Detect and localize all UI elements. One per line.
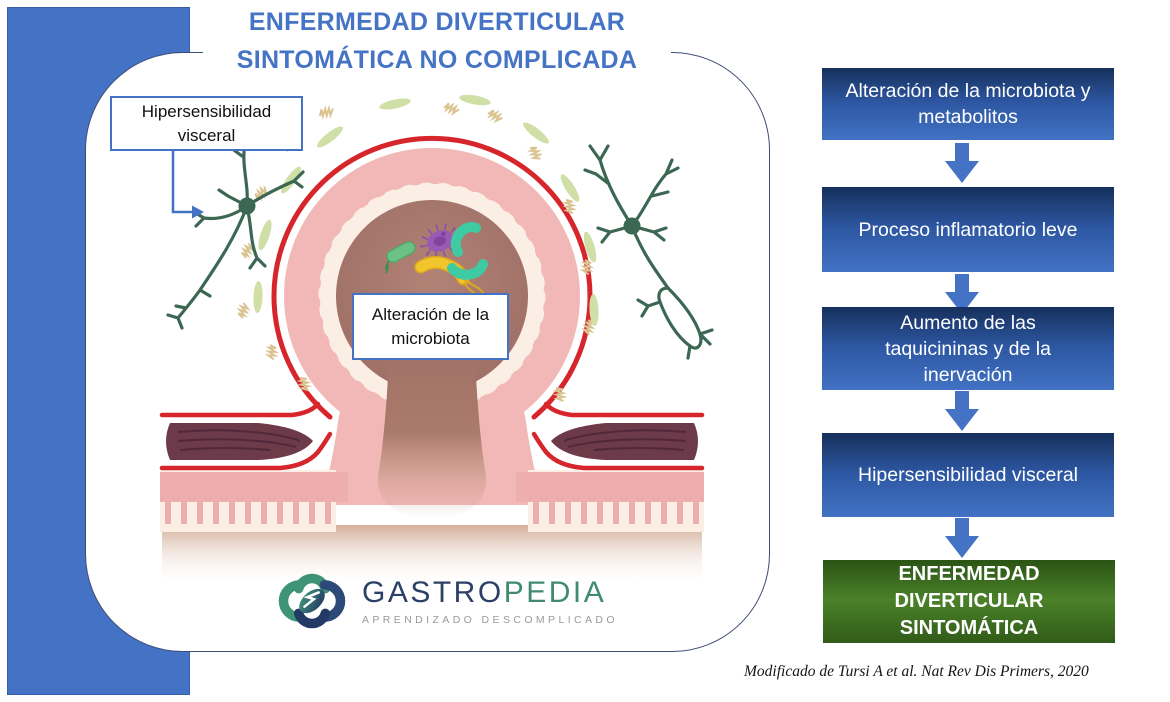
logo-brand-secondary: PEDIA <box>503 576 607 609</box>
flow-outcome: ENFERMEDAD DIVERTICULAR SINTOMÁTICA <box>823 560 1115 643</box>
logo-wordmark: GASTROPEDIA <box>362 576 618 610</box>
gastropedia-logo: GASTROPEDIA APRENDIZADO DESCOMPLICADO <box>274 563 618 639</box>
citation: Modificado de Tursi A et al. Nat Rev Dis… <box>744 663 1089 680</box>
logo-brand-primary: GASTRO <box>362 576 504 609</box>
logo-tagline: APRENDIZADO DESCOMPLICADO <box>362 614 618 626</box>
microbiota-label: Alteración de la microbiota <box>352 293 509 360</box>
down-arrow-icon <box>945 143 979 183</box>
flow-step-3: Aumento de las taquicininas y de la iner… <box>822 307 1114 390</box>
flow-step-2: Proceso inflamatorio leve <box>822 187 1114 272</box>
down-arrow-icon <box>945 518 979 558</box>
page-title: ENFERMEDAD DIVERTICULAR SINTOMÁTICA NO C… <box>203 3 671 81</box>
flow-step-1: Alteración de la microbiota y metabolito… <box>822 68 1114 140</box>
hypersensitivity-label: Hipersensibilidad visceral <box>110 96 303 151</box>
page-title-line2: SINTOMÁTICA NO COMPLICADA <box>236 46 638 74</box>
flow-step-4: Hipersensibilidad visceral <box>822 433 1114 517</box>
down-arrow-icon <box>945 274 979 314</box>
gastropedia-logo-icon <box>278 573 346 629</box>
down-arrow-icon <box>945 391 979 431</box>
page-title-line1: ENFERMEDAD DIVERTICULAR <box>248 8 626 36</box>
